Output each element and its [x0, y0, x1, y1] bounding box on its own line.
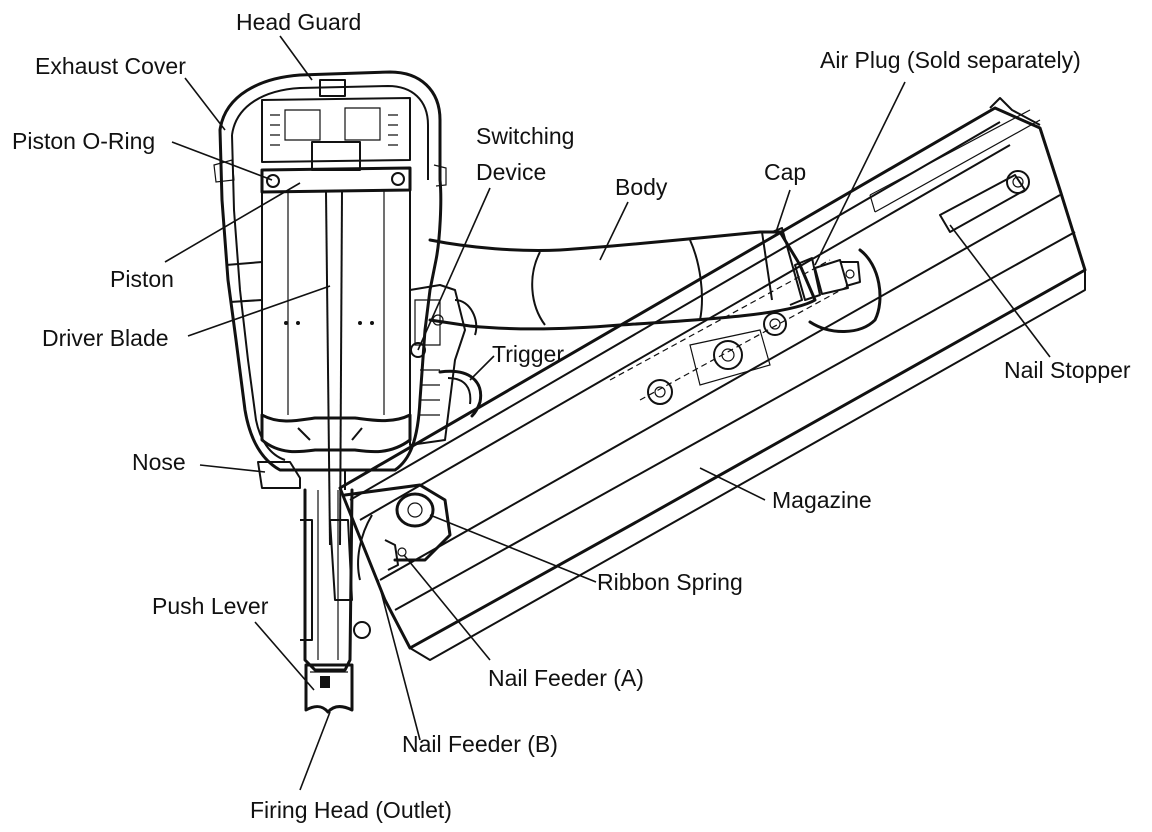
- label-switching-line1: Switching: [476, 123, 574, 149]
- leader-exhaust-cover: [184, 77, 226, 131]
- leader-head-guard: [279, 35, 313, 81]
- label-body: Body: [615, 174, 668, 200]
- label-trigger: Trigger: [492, 341, 564, 367]
- label-driver-blade: Driver Blade: [42, 325, 169, 351]
- label-switching-line2: Device: [476, 159, 546, 185]
- magazine-drawing: [338, 97, 1087, 661]
- label-piston-o-ring: Piston O-Ring: [12, 128, 155, 154]
- leader-nail-stopper: [949, 224, 1051, 358]
- leader-driver-blade: [187, 285, 331, 337]
- leader-cap: [775, 189, 791, 233]
- leader-nose: [199, 464, 266, 473]
- label-firing-head: Firing Head (Outlet): [250, 797, 452, 823]
- leader-nail-feeder-a: [403, 554, 491, 661]
- leader-switching-device: [417, 187, 491, 351]
- leader-magazine: [699, 467, 766, 501]
- leader-body: [599, 201, 629, 261]
- leader-piston: [164, 182, 301, 263]
- label-head-guard: Head Guard: [236, 9, 361, 35]
- nose-drawing: [257, 461, 452, 714]
- body-drawing: [428, 227, 882, 333]
- label-magazine: Magazine: [772, 487, 872, 513]
- label-air-plug: Air Plug (Sold separately): [820, 47, 1081, 73]
- label-nail-stopper: Nail Stopper: [1004, 357, 1131, 383]
- label-nail-feeder-b: Nail Feeder (B): [402, 731, 558, 757]
- cylinder-drawing: [213, 70, 447, 546]
- leader-nail-feeder-b: [377, 579, 421, 741]
- leader-lines: [164, 35, 1051, 791]
- label-nose: Nose: [132, 449, 186, 475]
- label-nail-feeder-a: Nail Feeder (A): [488, 665, 644, 691]
- label-push-lever: Push Lever: [152, 593, 269, 619]
- leader-piston-o-ring: [171, 141, 273, 181]
- leader-ribbon-spring: [429, 514, 597, 583]
- leader-trigger: [469, 355, 495, 381]
- label-piston: Piston: [110, 266, 174, 292]
- label-exhaust-cover: Exhaust Cover: [35, 53, 186, 79]
- label-ribbon-spring: Ribbon Spring: [597, 569, 743, 595]
- leader-air-plug: [814, 81, 906, 266]
- labels: Head Guard Exhaust Cover Piston O-Ring S…: [12, 9, 1131, 823]
- trigger-drawing: [409, 284, 483, 446]
- leader-firing-head: [299, 711, 331, 791]
- leader-push-lever: [254, 621, 315, 691]
- label-cap: Cap: [764, 159, 806, 185]
